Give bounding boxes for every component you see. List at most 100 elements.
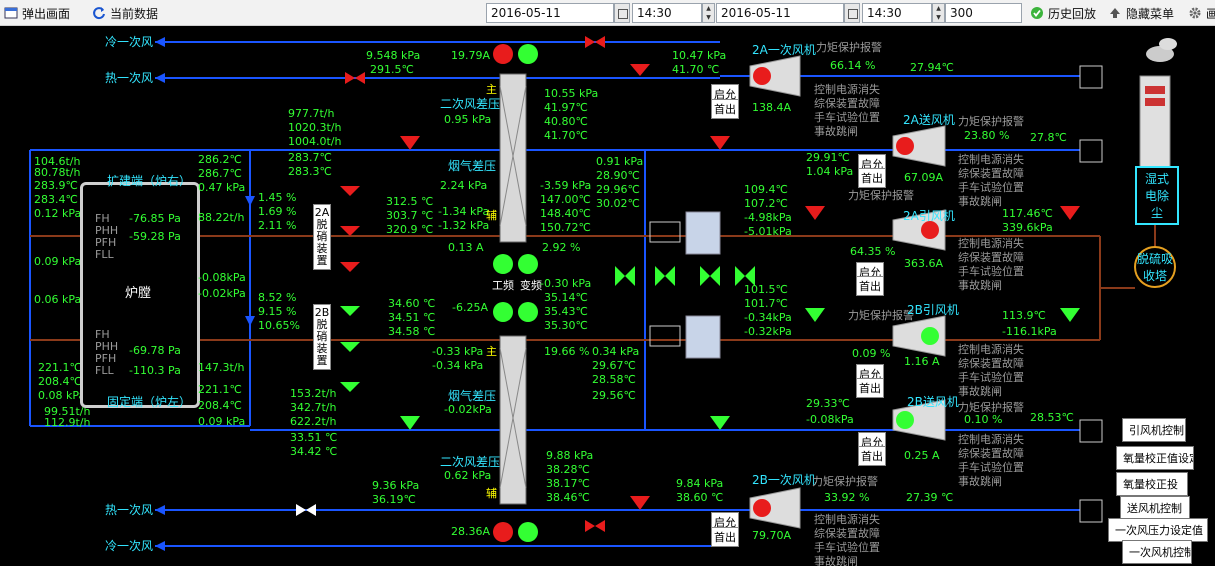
id-fan-b-alarm-2: 综保装置故障 (958, 357, 1024, 370)
furnace-pressure-4: -110.3 Pa (129, 364, 181, 377)
left-temp-1: 283.9℃ (34, 179, 78, 192)
start-date-input[interactable] (486, 3, 614, 23)
id-fan-b-v3: -0.34kPa (744, 311, 792, 324)
pa-fan-b-label[interactable]: 2B一次风机 (752, 473, 816, 487)
total-flow-2: 1020.3t/h (288, 121, 342, 134)
furnace-phh-top: PHH (95, 224, 119, 237)
pa-fan-b-first-button[interactable]: 首出 (711, 527, 739, 547)
pa-fan-a-first-button[interactable]: 首出 (711, 99, 739, 119)
aph-a-aux-label: 辅 (486, 209, 497, 222)
aph-a-sec-air-dp-label: 二次风差压 (440, 97, 501, 111)
pa-fan-a-label[interactable]: 2A一次风机 (752, 43, 816, 57)
o2-a-3: 2.11 % (258, 219, 297, 232)
history-playback-button[interactable]: 历史回放 (1030, 4, 1096, 22)
pa-fan-b-amp: 79.70A (752, 529, 792, 542)
id-fan-control-button[interactable]: 引风机控制 (1122, 418, 1186, 442)
aph-b-sec-air-dp-val: 0.62 kPa (444, 469, 492, 482)
pa-fan-a-alarm-2: 综保装置故障 (814, 97, 880, 110)
pa-fan-b-alarm-2: 综保装置故障 (814, 527, 880, 540)
hide-menu-button[interactable]: 隐藏菜单 (1108, 4, 1174, 22)
pa-pressure-setpoint-button[interactable]: 一次风压力设定值 (1108, 518, 1208, 542)
popup-button[interactable]: 弹出画面 (4, 4, 70, 22)
denox-b-box[interactable]: 2B脱硝装置 (313, 304, 331, 370)
fd-fan-a-first-button[interactable]: 首出 (858, 168, 886, 188)
o2-a-2: 1.69 % (258, 205, 297, 218)
denox-b-temp-1: 34.60 ℃ (388, 297, 436, 310)
fd-fan-b-label[interactable]: 2B送风机 (907, 395, 959, 409)
esp-b-3: 28.58℃ (592, 373, 636, 386)
aph-b-press-2: -0.34 kPa (432, 359, 484, 372)
pa-fan-b-alarm-3: 手车试验位置 (814, 541, 880, 554)
end-time-input[interactable] (862, 3, 932, 23)
id-fan-b-first-button[interactable]: 首出 (856, 378, 884, 398)
start-time-input[interactable] (632, 3, 702, 23)
refresh-icon (93, 7, 105, 20)
id-fan-b-out-press: -116.1kPa (1002, 325, 1057, 338)
end-time-spinner[interactable]: ▲▼ (932, 3, 945, 23)
start-time-spinner[interactable]: ▲▼ (702, 3, 715, 23)
aph-a-flue-dp-1: -1.34 kPa (438, 205, 490, 218)
interval-input[interactable] (945, 3, 1022, 23)
aph-r-4: 41.70℃ (544, 129, 588, 142)
fd-fan-a-alarm-1: 控制电源消失 (958, 153, 1024, 166)
cold-primary-air-top-label: 冷一次风 (105, 35, 154, 49)
denox-a-box[interactable]: 2A脱硝装置 (313, 204, 331, 270)
process-diagram: 冷一次风 热一次风 热一次风 冷一次风 104.6t/h 80.78t/h 28… (0, 26, 1215, 566)
fd-fan-b-first-button[interactable]: 首出 (858, 446, 886, 466)
id-fan-a-out-temp: 117.46℃ (1002, 207, 1053, 220)
total-flow-3: 1004.0t/h (288, 135, 342, 148)
aph-r-2: 41.97℃ (544, 101, 588, 114)
end-date-input[interactable] (716, 3, 844, 23)
pa-fan-control-button[interactable]: 一次风机控制 (1122, 540, 1192, 564)
id-fan-b-label[interactable]: 2B引风机 (907, 303, 959, 317)
arrow-up-icon (1110, 8, 1120, 18)
mid-flow-1: 88.22t/h (198, 211, 245, 224)
o2-a-1: 1.45 % (258, 191, 297, 204)
aph-bot-press: 9.36 kPa (372, 479, 420, 492)
esp-b-2: 29.67℃ (592, 359, 636, 372)
current-data-label: 当前数据 (110, 6, 159, 21)
furnace-pfh-top: PFH (95, 236, 117, 249)
fd-fan-b-torque-alarm: 力矩保护报警 (958, 401, 1024, 414)
wet-esp-box[interactable]: 湿式电除尘 (1135, 166, 1179, 225)
aph-a-flue-dp-label: 烟气差压 (448, 159, 497, 173)
id-fan-a-first-button[interactable]: 首出 (856, 276, 884, 296)
popup-icon (4, 7, 18, 19)
fd-fan-control-button[interactable]: 送风机控制 (1120, 496, 1190, 520)
current-data-button[interactable]: 当前数据 (92, 4, 158, 22)
end-date-calendar-icon[interactable] (844, 3, 860, 23)
furnace-ext-side-label: 扩建端（炉右） (107, 174, 192, 188)
pa-fan-b-alarm-1: 控制电源消失 (814, 513, 880, 526)
o2-correction-enable-button[interactable]: 氧量校正投 (1116, 472, 1188, 496)
bot-temp-2: 34.42 ℃ (290, 445, 338, 458)
aph-r-17: 38.17℃ (546, 477, 590, 490)
aph-main-amp-top: 19.79A (451, 49, 491, 62)
id-fan-a-label[interactable]: 2A引风机 (903, 209, 955, 223)
o2-correction-setpoint-button[interactable]: 氧量校正值设定 (1116, 446, 1194, 470)
id-fan-b-torque-alarm: 力矩保护报警 (848, 309, 914, 322)
hot-primary-air-top-label: 热一次风 (105, 71, 154, 85)
esp-a-3: 29.96℃ (596, 183, 640, 196)
id-fan-a-alarm-2: 综保装置故障 (958, 251, 1024, 264)
aph-a-main-label: 主 (486, 83, 497, 96)
aph-r-3: 40.80℃ (544, 115, 588, 128)
settings-button[interactable]: 画 (1188, 4, 1215, 22)
pa-fan-a-temp: 41.70 ℃ (672, 63, 720, 76)
fd-fan-a-label[interactable]: 2A送风机 (903, 113, 955, 127)
furnace-fh-top: FH (95, 212, 110, 225)
furnace-fixed-side-label: 固定端（炉左） (107, 395, 192, 409)
check-circle-icon (1031, 7, 1043, 19)
esp-a-1: 0.91 kPa (596, 155, 644, 168)
left-flow-3: 99.51t/h (44, 405, 91, 418)
left-flow-2: 80.78t/h (34, 166, 81, 179)
fgd-absorber[interactable]: 脱硫吸收塔 (1134, 246, 1176, 288)
aph-b-press-1: -0.33 kPa (432, 345, 484, 358)
aph-r-15: 9.88 kPa (546, 449, 594, 462)
start-date-calendar-icon[interactable] (614, 3, 630, 23)
furnace[interactable]: FH PHH PFH FLL -76.85 Pa -59.28 Pa 炉膛 FH… (80, 182, 200, 408)
id-fan-a-out-press: 339.6kPa (1002, 221, 1053, 234)
fd-fan-a-alarm-4: 事故跳闸 (958, 195, 1002, 208)
id-fan-a-alarm-1: 控制电源消失 (958, 237, 1024, 250)
mid-temp-3: 221.1℃ (198, 383, 242, 396)
bot-flow-3: 622.2t/h (290, 415, 337, 428)
